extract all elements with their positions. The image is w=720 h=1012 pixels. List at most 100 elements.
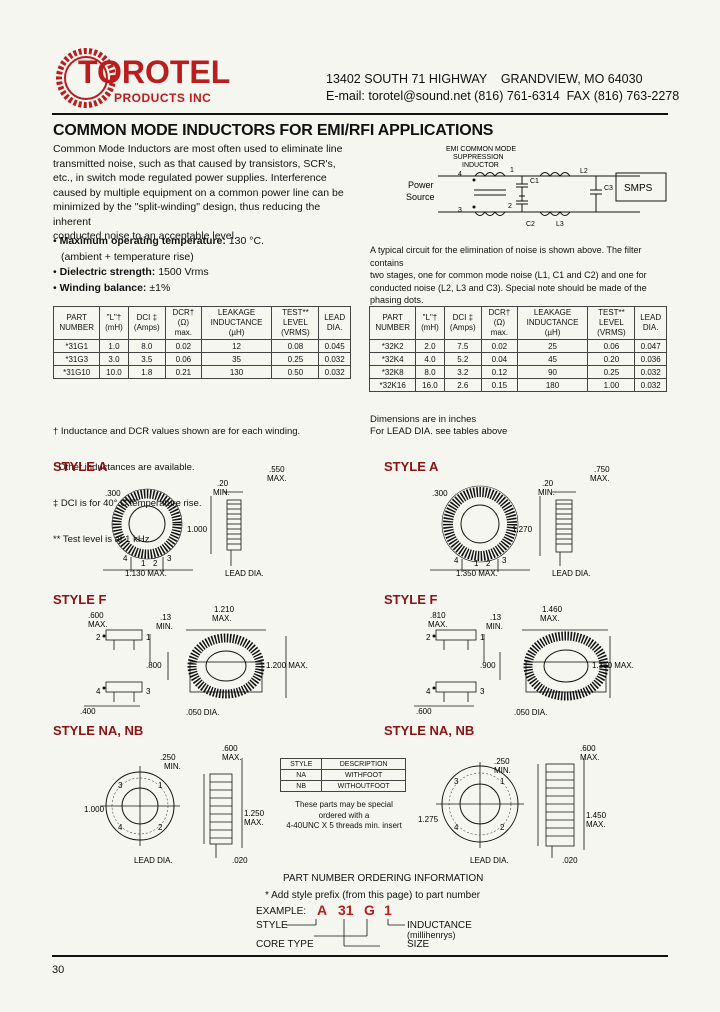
style-f-heading: STYLE F bbox=[53, 592, 107, 607]
intro-line: Common Mode Inductors are most often use… bbox=[53, 143, 343, 155]
intro-line: etc., in switch mode regulated power sup… bbox=[53, 172, 327, 184]
svg-text:2: 2 bbox=[158, 823, 163, 832]
svg-text:1.275: 1.275 bbox=[418, 815, 439, 824]
company-contact: E-mail: torotel@sound.net (816) 761-6314… bbox=[326, 89, 680, 103]
intro-line: transmitted noise, such as that caused b… bbox=[53, 157, 336, 170]
svg-text:.050 DIA.: .050 DIA. bbox=[186, 708, 219, 717]
svg-text:MIN.: MIN. bbox=[494, 766, 511, 775]
svg-text:.800: .800 bbox=[146, 661, 162, 670]
th-inductance: "L"† (mH) bbox=[99, 306, 129, 340]
style-nanb-heading: STYLE NA, NB bbox=[384, 723, 475, 738]
ordering-code-style: A bbox=[317, 902, 328, 918]
style-a-heading: STYLE A bbox=[384, 459, 439, 474]
th-part-number: PART NUMBER bbox=[52, 306, 101, 340]
style-nanb-drawing-right: .250 MIN. .600 MAX. 1.275 1.450 MAX. LEA… bbox=[418, 744, 607, 865]
style-f-heading: STYLE F bbox=[384, 592, 438, 607]
ordering-code-size: 31 bbox=[338, 902, 354, 918]
spec-item: • Maximum operating temperature: 130 °C. bbox=[53, 235, 264, 247]
svg-text:.20: .20 bbox=[217, 479, 229, 488]
table-row: NB WITHOUTFOOT bbox=[279, 780, 406, 792]
svg-text:.300: .300 bbox=[432, 489, 448, 498]
svg-text:1.250: 1.250 bbox=[244, 809, 265, 818]
svg-text:1: 1 bbox=[146, 633, 151, 642]
svg-text:MIN.: MIN. bbox=[213, 488, 230, 497]
svg-text:1.270: 1.270 bbox=[512, 525, 533, 534]
svg-text:3: 3 bbox=[502, 556, 507, 565]
svg-text:MAX.: MAX. bbox=[212, 614, 232, 623]
svg-text:1: 1 bbox=[500, 777, 505, 786]
svg-text:1.450: 1.450 bbox=[586, 811, 607, 820]
filter-circuit-diagram: EMI COMMON MODE SUPPRESSION INDUCTOR Pow… bbox=[406, 146, 667, 228]
svg-text:MAX.: MAX. bbox=[267, 474, 287, 483]
svg-text:1.210: 1.210 bbox=[214, 605, 235, 614]
ordering-note: * Add style prefix (from this page) to p… bbox=[265, 890, 481, 901]
svg-text:.020: .020 bbox=[232, 856, 248, 865]
circuit-label-3: INDUCTOR bbox=[462, 162, 499, 169]
svg-text:.13: .13 bbox=[490, 613, 502, 622]
c3-label: C3 bbox=[604, 185, 613, 192]
th-dci: DCI ‡ (Amps) bbox=[127, 306, 167, 340]
svg-text:MAX.: MAX. bbox=[428, 620, 448, 629]
svg-text:1.460: 1.460 bbox=[542, 605, 563, 614]
svg-text:1: 1 bbox=[480, 633, 485, 642]
style-nanb-heading: STYLE NA, NB bbox=[53, 723, 144, 738]
svg-text:.050 DIA.: .050 DIA. bbox=[514, 708, 547, 717]
pin-4: 4 bbox=[458, 171, 462, 178]
ordering-title: PART NUMBER ORDERING INFORMATION bbox=[283, 873, 484, 884]
svg-text:3: 3 bbox=[480, 687, 485, 696]
l2-label: L2 bbox=[580, 168, 588, 175]
ordering-inductance-label: INDUCTANCE bbox=[407, 920, 472, 931]
svg-text:LEAD DIA.: LEAD DIA. bbox=[134, 856, 173, 865]
header-rule bbox=[52, 113, 668, 115]
svg-text:4: 4 bbox=[96, 687, 101, 696]
logo-gear-icon bbox=[56, 48, 116, 108]
svg-text:.750: .750 bbox=[594, 465, 610, 474]
intro-line: caused by multiple equipment on a common… bbox=[53, 186, 344, 199]
footer-rule bbox=[52, 955, 668, 957]
company-address: 13402 SOUTH 71 HIGHWAY GRANDVIEW, MO 640… bbox=[326, 72, 643, 86]
table-header-row: STYLE DESCRIPTION bbox=[279, 758, 406, 770]
svg-text:1.000: 1.000 bbox=[84, 805, 105, 814]
svg-text:LEAD DIA.: LEAD DIA. bbox=[225, 569, 264, 578]
svg-text:.600: .600 bbox=[222, 744, 238, 753]
svg-text:2: 2 bbox=[153, 559, 158, 568]
svg-text:1.200 MAX.: 1.200 MAX. bbox=[266, 661, 308, 670]
svg-text:MIN.: MIN. bbox=[538, 488, 555, 497]
svg-text:2: 2 bbox=[500, 823, 505, 832]
svg-text:MAX.: MAX. bbox=[580, 753, 600, 762]
svg-text:2: 2 bbox=[96, 633, 101, 642]
svg-text:.13: .13 bbox=[160, 613, 172, 622]
svg-text:.20: .20 bbox=[542, 479, 554, 488]
power-source-label: Power bbox=[408, 180, 434, 190]
intro-line: minimized by the "split-winding" design,… bbox=[53, 201, 321, 228]
svg-text:MAX.: MAX. bbox=[586, 820, 606, 829]
svg-text:4: 4 bbox=[426, 687, 431, 696]
svg-text:2: 2 bbox=[486, 559, 491, 568]
spec-list: • Maximum operating temperature: 130 °C.… bbox=[53, 234, 353, 296]
style-a-drawing-left: .300 .20 MIN. .550 MAX. 1.000 1.130 MAX.… bbox=[103, 465, 287, 578]
svg-text:3: 3 bbox=[146, 687, 151, 696]
svg-text:4: 4 bbox=[123, 554, 128, 563]
svg-text:.250: .250 bbox=[160, 753, 176, 762]
svg-text:1.350 MAX.: 1.350 MAX. bbox=[456, 569, 498, 578]
svg-text:.250: .250 bbox=[494, 757, 510, 766]
dimensions-note: Dimensions are in inches For LEAD DIA. s… bbox=[370, 414, 508, 437]
svg-text:MAX.: MAX. bbox=[590, 474, 610, 483]
intro-paragraph: Common Mode Inductors are most often use… bbox=[53, 142, 353, 244]
parts-table-left: PART NUMBER "L"† (mH) DCI ‡ (Amps) DCR† … bbox=[52, 306, 351, 379]
logo-subtitle: PRODUCTS INC bbox=[114, 91, 212, 105]
svg-text:4: 4 bbox=[454, 556, 459, 565]
svg-text:.020: .020 bbox=[562, 856, 578, 865]
svg-text:1.130 MAX.: 1.130 MAX. bbox=[125, 569, 167, 578]
page-number: 30 bbox=[52, 964, 65, 976]
th-dcr: DCR† (Ω) max. bbox=[165, 306, 202, 340]
svg-text:.600: .600 bbox=[416, 707, 432, 716]
table-header-row: PART NUMBER "L"† (mH) DCI ‡ (Amps) DCR† … bbox=[52, 306, 351, 340]
svg-text:1.000: 1.000 bbox=[187, 525, 208, 534]
circuit-label-1: EMI COMMON MODE bbox=[446, 146, 516, 153]
